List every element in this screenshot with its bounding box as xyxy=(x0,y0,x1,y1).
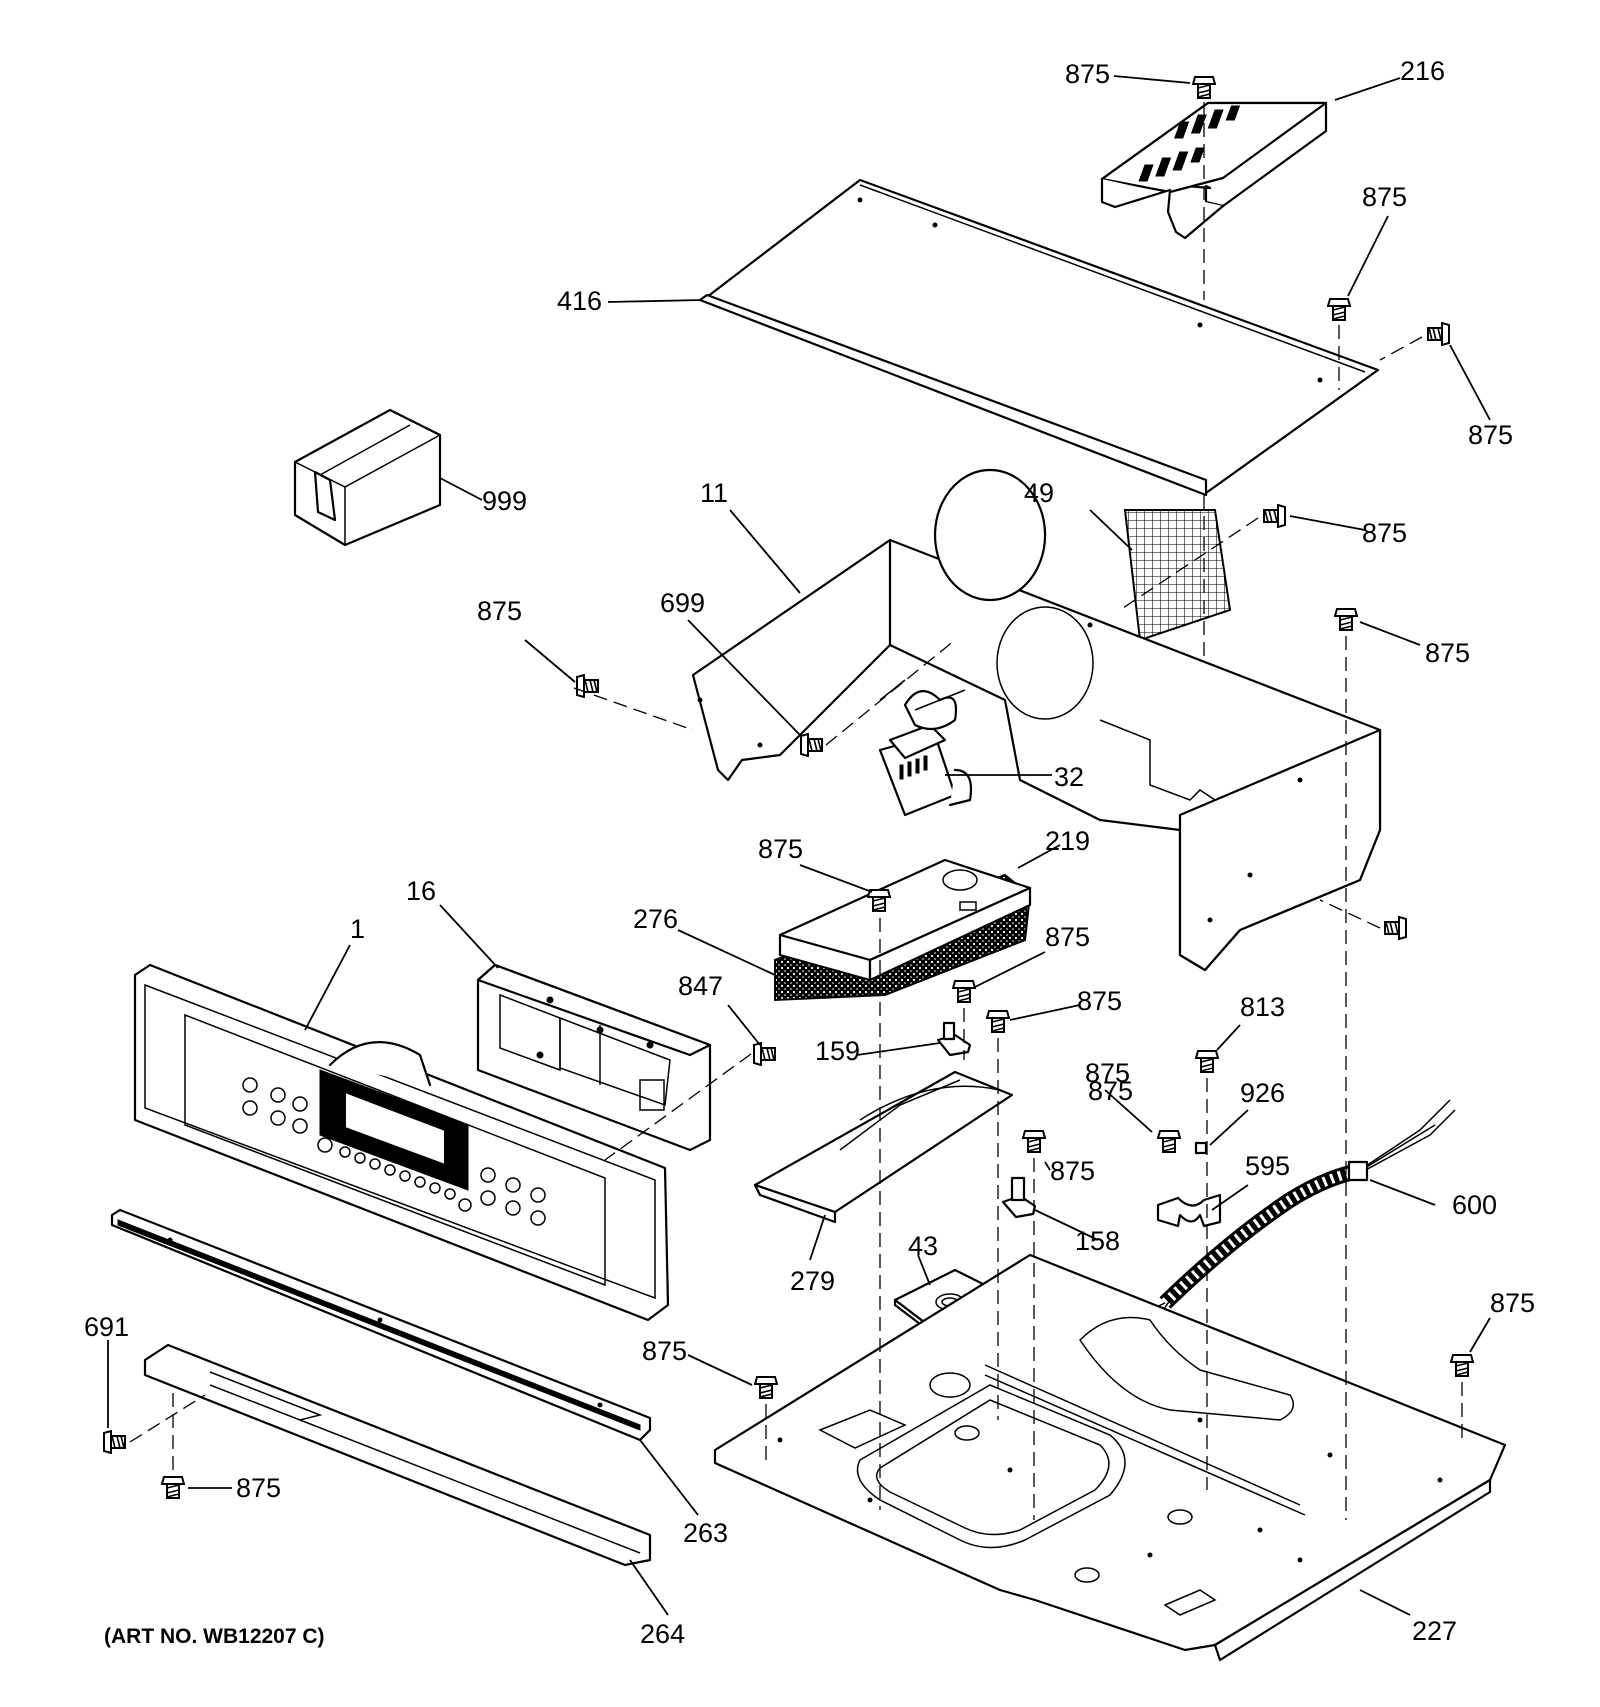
housing-11 xyxy=(691,468,1382,972)
callout-875: 875 xyxy=(1362,182,1407,212)
fan-motor-icon xyxy=(878,679,973,817)
screw-icon xyxy=(1427,322,1450,346)
callout-158: 158 xyxy=(1075,1226,1120,1256)
screw-icon xyxy=(161,1476,185,1499)
callout-263: 263 xyxy=(683,1518,728,1548)
clip-595 xyxy=(1156,1193,1222,1228)
callout-875: 875 xyxy=(1490,1288,1535,1318)
duct-279 xyxy=(753,1070,1014,1224)
screw-icon xyxy=(576,674,599,698)
grille-49 xyxy=(1123,509,1232,642)
screw-icon xyxy=(1327,298,1351,321)
control-board-16 xyxy=(476,963,712,1152)
callout-49: 49 xyxy=(1024,478,1054,508)
trim-263 xyxy=(110,1208,652,1442)
spacer-926 xyxy=(1194,1141,1208,1155)
shipping-box-icon xyxy=(293,408,442,547)
callout-875: 875 xyxy=(1085,1058,1130,1088)
base-227 xyxy=(713,1253,1507,1662)
callout-999: 999 xyxy=(482,486,527,516)
callout-875: 875 xyxy=(1077,986,1122,1016)
callout-847: 847 xyxy=(678,971,723,1001)
callout-875: 875 xyxy=(1050,1156,1095,1186)
callout-926: 926 xyxy=(1240,1078,1285,1108)
callout-875: 875 xyxy=(642,1336,687,1366)
screw-icon xyxy=(1334,608,1358,631)
screw-icon xyxy=(1263,504,1286,528)
callout-875: 875 xyxy=(1362,518,1407,548)
callout-875: 875 xyxy=(1088,1076,1133,1106)
callout-691: 691 xyxy=(84,1312,129,1342)
callout-699: 699 xyxy=(660,588,705,618)
control-panel-icon xyxy=(133,963,670,1322)
leader-lines xyxy=(107,75,1491,1616)
callout-875: 875 xyxy=(1065,59,1110,89)
screw-icon xyxy=(1450,1354,1474,1377)
callout-32: 32 xyxy=(1054,762,1084,792)
screw-icon xyxy=(1192,76,1216,99)
bracket-264 xyxy=(143,1343,652,1567)
screw-icon xyxy=(800,733,823,757)
callout-416: 416 xyxy=(557,286,602,316)
callout-875: 875 xyxy=(236,1473,281,1503)
callout-279: 279 xyxy=(790,1266,835,1296)
callout-276: 276 xyxy=(633,904,678,934)
callout-216: 216 xyxy=(1400,56,1445,86)
vent-cover-216 xyxy=(1100,101,1328,240)
callout-159: 159 xyxy=(815,1036,860,1066)
callout-875: 875 xyxy=(477,596,522,626)
callout-875: 875 xyxy=(1045,922,1090,952)
screw-icon xyxy=(952,980,976,1003)
callout-595: 595 xyxy=(1245,1151,1290,1181)
screw-icon xyxy=(1022,1130,1046,1153)
callout-1: 1 xyxy=(350,914,365,944)
callout-875: 875 xyxy=(1425,638,1470,668)
callout-43: 43 xyxy=(908,1231,938,1261)
screw-icon xyxy=(753,1042,776,1066)
top-panel-416 xyxy=(698,178,1380,497)
screw-icon xyxy=(1384,916,1407,940)
callout-813: 813 xyxy=(1240,992,1285,1022)
screw-icon xyxy=(1195,1050,1219,1073)
callout-875: 875 xyxy=(758,834,803,864)
thermostat-159 xyxy=(936,1021,972,1057)
callout-264: 264 xyxy=(640,1619,685,1649)
art-number: (ART NO. WB12207 C) xyxy=(104,1625,325,1648)
callout-875: 875 xyxy=(1468,420,1513,450)
callout-219: 219 xyxy=(1045,826,1090,856)
callout-227: 227 xyxy=(1412,1616,1457,1646)
screw-icon xyxy=(103,1430,126,1454)
callout-labels: 875 216 416 875 875 999 11 49 875 875 69… xyxy=(84,56,1535,1649)
callout-11: 11 xyxy=(700,478,728,508)
screw-icon xyxy=(986,1010,1010,1033)
screw-icon xyxy=(1157,1130,1181,1153)
callout-600: 600 xyxy=(1452,1190,1497,1220)
screw-icon xyxy=(754,1376,778,1399)
assembly-axes xyxy=(129,102,1463,1520)
callout-16: 16 xyxy=(406,876,436,906)
cover-219 xyxy=(778,858,1032,982)
thermostat-158 xyxy=(1001,1176,1037,1219)
